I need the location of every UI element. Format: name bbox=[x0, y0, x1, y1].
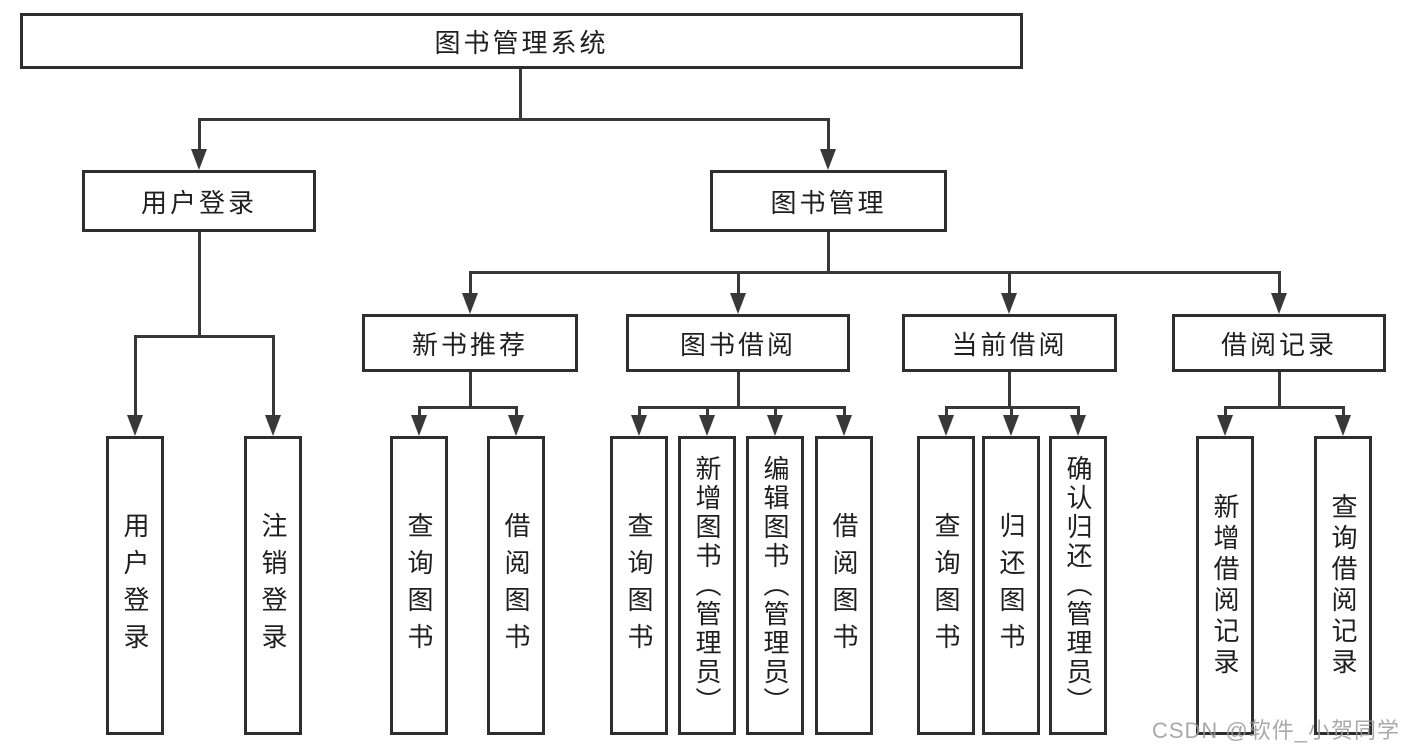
arrow-down-icon bbox=[767, 415, 783, 436]
arrow-down-icon bbox=[836, 415, 852, 436]
connector-line bbox=[519, 69, 522, 120]
connector-line bbox=[418, 406, 421, 420]
leaf-label: 查询图书 bbox=[624, 511, 654, 660]
node-label: 图书管理系统 bbox=[434, 27, 609, 58]
leaf-edit-books-admin: 编辑图书（管理员） bbox=[746, 436, 804, 735]
node-library-system: 图书管理系统 bbox=[20, 13, 1023, 69]
connector-line bbox=[469, 271, 472, 297]
arrow-down-icon bbox=[820, 149, 836, 170]
arrow-down-icon bbox=[462, 293, 478, 314]
connector-line bbox=[827, 232, 830, 274]
leaf-label: 查询借阅记录 bbox=[1328, 492, 1358, 679]
node-new-book-recommend: 新书推荐 bbox=[362, 314, 578, 372]
leaf-borrow-books: 借阅图书 bbox=[815, 436, 873, 735]
connector-line bbox=[843, 406, 846, 420]
leaf-label: 新增图书（管理员） bbox=[692, 455, 722, 716]
connector-line bbox=[515, 406, 518, 420]
node-borrow-records: 借阅记录 bbox=[1172, 314, 1386, 372]
connector-line bbox=[418, 406, 518, 409]
connector-line bbox=[1224, 406, 1227, 420]
connector-line bbox=[1077, 406, 1080, 420]
leaf-label: 确认归还（管理员） bbox=[1063, 455, 1093, 716]
leaf-return-books: 归还图书 bbox=[982, 436, 1040, 735]
node-label: 新书推荐 bbox=[411, 329, 528, 360]
leaf-borrow-books-recommend: 借阅图书 bbox=[487, 436, 545, 735]
connector-line bbox=[1008, 372, 1011, 409]
leaf-label: 归还图书 bbox=[996, 511, 1026, 660]
connector-line bbox=[945, 406, 948, 420]
node-label: 图书借阅 bbox=[679, 329, 796, 360]
leaf-add-books-admin: 新增图书（管理员） bbox=[678, 436, 736, 735]
leaf-confirm-return-admin: 确认归还（管理员） bbox=[1049, 436, 1107, 735]
connector-line bbox=[198, 232, 201, 337]
leaf-add-borrow-record: 新增借阅记录 bbox=[1196, 436, 1254, 735]
arrow-down-icon bbox=[1335, 415, 1351, 436]
arrow-down-icon bbox=[1070, 415, 1086, 436]
arrow-down-icon bbox=[730, 293, 746, 314]
leaf-label: 新增借阅记录 bbox=[1210, 492, 1240, 679]
csdn-watermark: CSDN @软件_小贺同学 bbox=[1151, 718, 1400, 743]
connector-line bbox=[272, 335, 275, 418]
node-user-login: 用户登录 bbox=[82, 170, 316, 232]
arrow-down-icon bbox=[699, 415, 715, 436]
leaf-label: 查询图书 bbox=[931, 511, 961, 660]
arrow-down-icon bbox=[1001, 293, 1017, 314]
arrow-down-icon bbox=[127, 415, 143, 436]
arrow-down-icon bbox=[1217, 415, 1233, 436]
leaf-query-books-current: 查询图书 bbox=[917, 436, 975, 735]
arrow-down-icon bbox=[191, 149, 207, 170]
leaf-label: 用户登录 bbox=[120, 511, 150, 660]
leaf-label: 编辑图书（管理员） bbox=[760, 455, 790, 716]
arrow-down-icon bbox=[938, 415, 954, 436]
connector-line bbox=[638, 406, 641, 420]
arrow-down-icon bbox=[1271, 293, 1287, 314]
node-book-management: 图书管理 bbox=[710, 170, 947, 232]
connector-line bbox=[1008, 271, 1011, 297]
connector-line bbox=[737, 372, 740, 409]
arrow-down-icon bbox=[411, 415, 427, 436]
connector-line bbox=[469, 271, 1281, 274]
node-label: 借阅记录 bbox=[1220, 329, 1337, 360]
connector-line bbox=[134, 335, 275, 338]
connector-line bbox=[1224, 406, 1344, 409]
node-book-borrow: 图书借阅 bbox=[626, 314, 850, 372]
leaf-query-books-borrow: 查询图书 bbox=[610, 436, 668, 735]
leaf-user-login: 用户登录 bbox=[106, 436, 164, 735]
connector-line bbox=[774, 406, 777, 420]
connector-line bbox=[134, 335, 137, 418]
connector-line bbox=[1278, 372, 1281, 409]
arrow-down-icon bbox=[265, 415, 281, 436]
connector-line bbox=[1278, 271, 1281, 297]
leaf-query-books-recommend: 查询图书 bbox=[390, 436, 448, 735]
connector-line bbox=[198, 118, 830, 121]
node-label: 用户登录 bbox=[140, 187, 257, 218]
connector-line bbox=[827, 118, 830, 153]
connector-line bbox=[469, 372, 472, 409]
leaf-label: 借阅图书 bbox=[501, 511, 531, 660]
leaf-label: 注销登录 bbox=[258, 511, 288, 660]
connector-line bbox=[198, 118, 201, 153]
node-label: 当前借阅 bbox=[951, 329, 1068, 360]
connector-line bbox=[706, 406, 709, 420]
node-label: 图书管理 bbox=[770, 187, 887, 218]
arrow-down-icon bbox=[508, 415, 524, 436]
leaf-query-borrow-record: 查询借阅记录 bbox=[1314, 436, 1372, 735]
leaf-label: 借阅图书 bbox=[829, 511, 859, 660]
node-current-borrow: 当前借阅 bbox=[902, 314, 1117, 372]
leaf-logout: 注销登录 bbox=[244, 436, 302, 735]
connector-line bbox=[1342, 406, 1345, 420]
leaf-label: 查询图书 bbox=[404, 511, 434, 660]
arrow-down-icon bbox=[631, 415, 647, 436]
connector-line bbox=[638, 406, 846, 409]
arrow-down-icon bbox=[1003, 415, 1019, 436]
connector-line bbox=[737, 271, 740, 297]
connector-line bbox=[1010, 406, 1013, 420]
